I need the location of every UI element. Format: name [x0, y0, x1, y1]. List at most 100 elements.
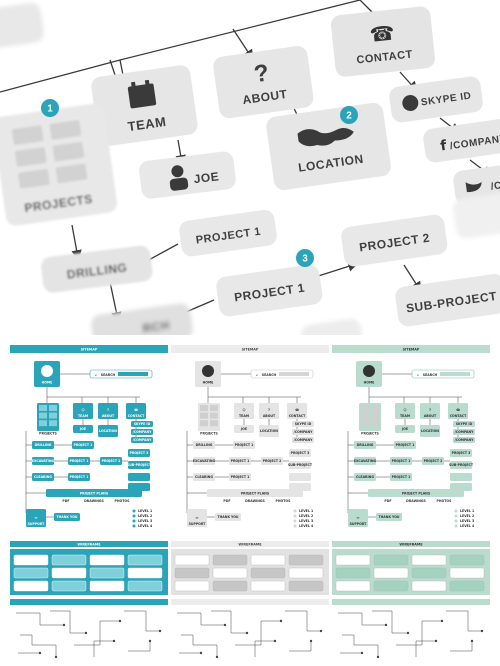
sitemap-title: SITEMAP — [403, 347, 420, 351]
legend-dot — [454, 524, 458, 528]
hero-label-about: ABOUT — [242, 87, 289, 107]
wireframe-block — [449, 567, 485, 579]
support-icon: ✉ — [357, 516, 360, 520]
node-support — [187, 509, 207, 527]
hero-node-projects: PROJECTS — [0, 103, 117, 226]
hero-label-team: TEAM — [127, 114, 168, 134]
footer-bar — [332, 599, 490, 605]
wireframe-block — [288, 580, 324, 592]
circuit-trace — [450, 641, 473, 652]
node-joe — [73, 425, 93, 433]
node-subproject-label: SUB-PROJECT — [449, 463, 474, 467]
node-project2 — [422, 457, 444, 465]
node-thank-you — [215, 513, 241, 521]
contact-icon: ☎ — [456, 408, 460, 412]
node-project1c-label: PROJECT 1 — [70, 475, 89, 479]
node-subproject-label: SUB-PROJECT — [288, 463, 313, 467]
hero-node-company-fb: f/COMPANY — [423, 118, 500, 163]
projects-grid-cell — [210, 420, 218, 427]
wireframe-title: WIREFRAME — [77, 542, 101, 546]
node-drilling — [193, 441, 215, 449]
projects-grid-cell — [371, 420, 379, 427]
support-icon: ✉ — [35, 516, 38, 520]
hero-node-project2: PROJECT 2 — [341, 214, 448, 267]
about-icon: ? — [268, 408, 270, 412]
hero-node-subproject-bg — [395, 273, 500, 327]
node-subproject-label: SUB-PROJECT — [127, 463, 152, 467]
plans-pdf: PDF — [62, 499, 69, 503]
footer-bar — [10, 599, 168, 605]
grid-cell — [15, 147, 47, 167]
legend-dot — [454, 514, 458, 518]
hero-node-project1b: PROJECT 1 — [216, 264, 323, 317]
wireframe-block — [411, 554, 447, 566]
node-project-plans — [207, 489, 303, 497]
step-badge-number: 3 — [302, 254, 308, 265]
hero-node-search-bg — [91, 303, 193, 335]
wireframe-block — [174, 554, 210, 566]
projects-grid-cell — [39, 420, 47, 427]
team-icon-ring — [131, 81, 137, 91]
projects-grid-cell — [200, 405, 208, 411]
search-field — [279, 372, 309, 376]
plans-photos: PHOTOS — [115, 499, 131, 503]
home-tree-icon — [202, 365, 214, 377]
sitemap-frame — [11, 356, 167, 538]
wireframe-title-bar — [332, 541, 490, 547]
wireframe-block — [174, 580, 210, 592]
hero-node-blur-bottom — [301, 318, 363, 335]
node-team — [73, 403, 93, 419]
node-project3-label: PROJECT 3 — [291, 451, 310, 455]
node-project1-label: PROJECT 1 — [396, 443, 415, 447]
spine-top — [207, 387, 301, 398]
node-location-label: LOCATION — [99, 429, 117, 433]
node-skype — [292, 421, 314, 427]
skype-icon — [402, 95, 419, 112]
node-project1-label: PROJECT 1 — [235, 443, 254, 447]
spine-top — [46, 387, 140, 398]
node-contact-label: CONTACT — [450, 414, 467, 418]
node-joe — [234, 425, 254, 433]
hero-node-project2-bg — [341, 214, 448, 267]
node-home-label: HOME — [203, 381, 214, 385]
hero-label-joe: JOE — [193, 169, 220, 186]
node-support-label: SUPPORT — [350, 522, 368, 526]
wireframe-title: WIREFRAME — [399, 542, 423, 546]
wireframe-block — [13, 567, 49, 579]
node-skype — [131, 421, 153, 427]
legend-dot — [454, 519, 458, 523]
legend-item: LEVEL 2 — [299, 514, 313, 518]
node-project3 — [450, 449, 472, 457]
wireframe-block — [335, 567, 371, 579]
node-excavating-label: EXCAVATING — [354, 459, 377, 463]
sitemap-frame — [172, 356, 328, 538]
node-project2-label: PROJECT 2 — [263, 459, 282, 463]
legend-dot — [293, 524, 297, 528]
node-company-1 — [453, 429, 475, 435]
node-project3 — [128, 449, 150, 457]
hero-node-subproject: SUB-PROJECT — [395, 273, 500, 327]
search-label: SEARCH — [262, 373, 277, 377]
circuit-lines — [177, 610, 321, 657]
node-project2 — [261, 457, 283, 465]
circuit-node — [360, 651, 364, 655]
wireframe-block — [288, 554, 324, 566]
about-icon: ? — [429, 408, 431, 412]
wireframe-block — [89, 580, 125, 592]
legend-item: LEVEL 1 — [299, 509, 313, 513]
node-team — [234, 403, 254, 419]
projects-grid-cell — [371, 412, 379, 419]
node-thank-you-label: THANK YOU — [217, 515, 238, 519]
wireframe-block — [127, 580, 163, 592]
node-project1c-label: PROJECT 1 — [392, 475, 411, 479]
wireframe-block — [212, 580, 248, 592]
hero-node-blur-right — [453, 192, 500, 239]
circuit-node — [215, 655, 219, 659]
wireframe-block — [212, 567, 248, 579]
wireframe-block — [51, 580, 87, 592]
node-joe-label: JOE — [240, 427, 247, 431]
legend-item: LEVEL 2 — [460, 514, 474, 518]
circuit-node — [319, 629, 323, 633]
